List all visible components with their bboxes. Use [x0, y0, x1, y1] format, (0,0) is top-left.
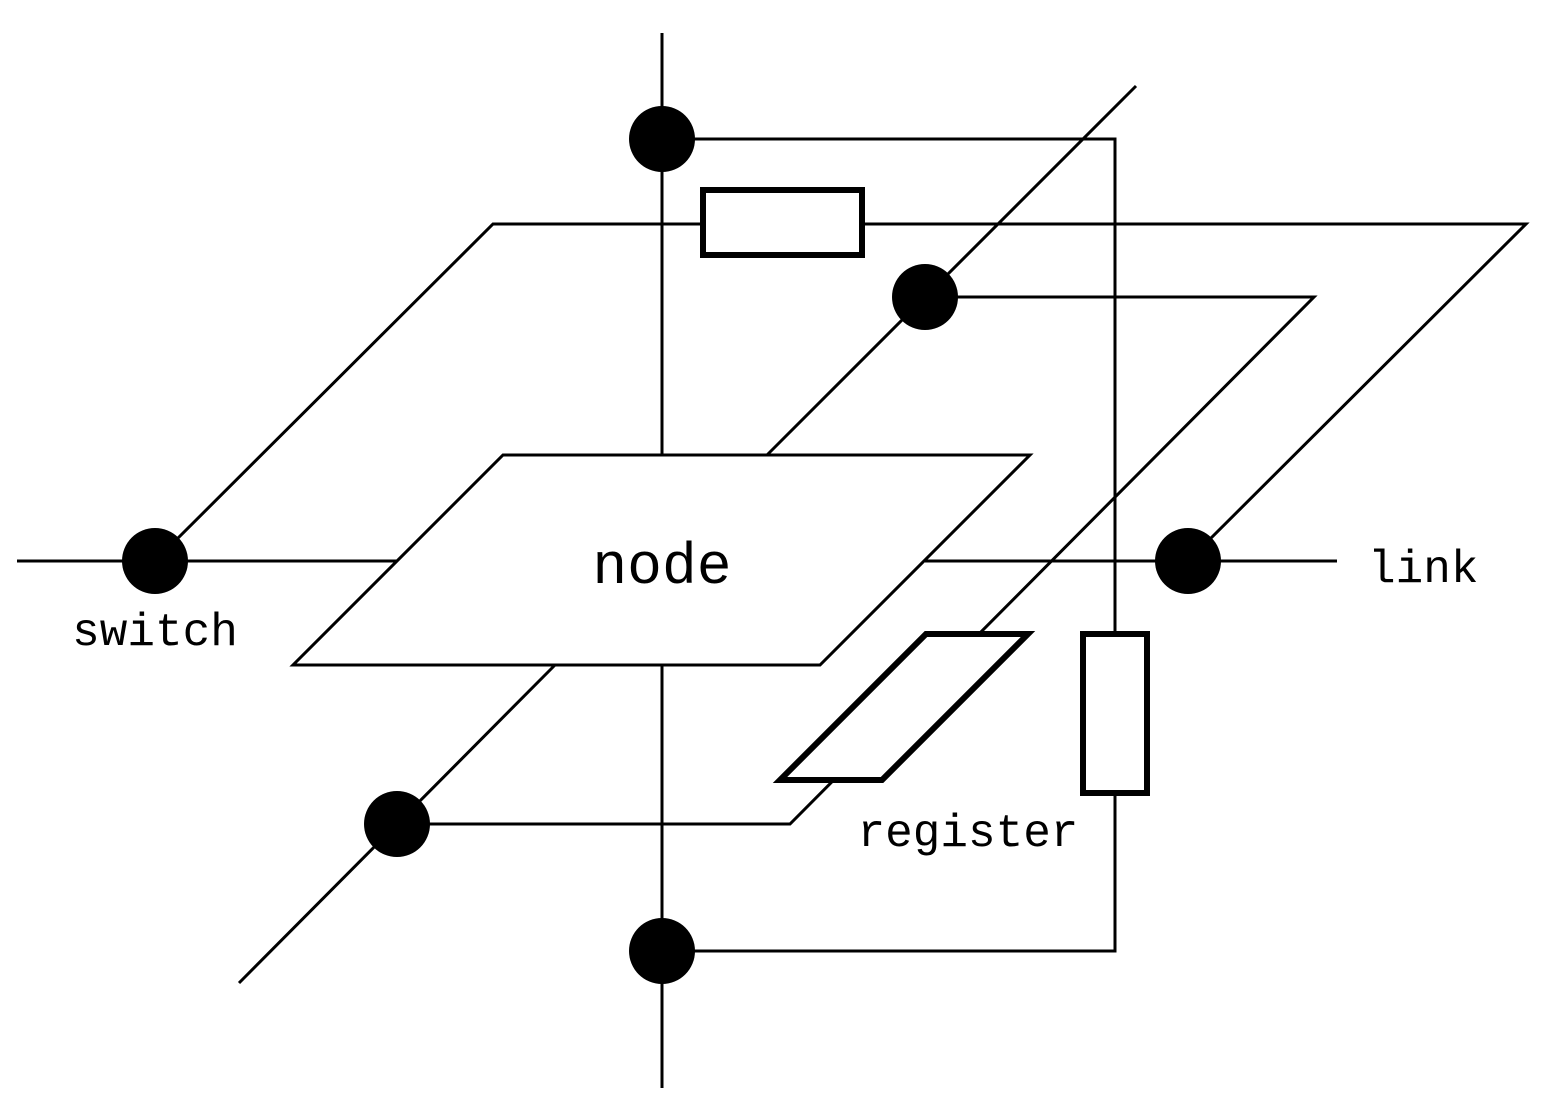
switch-top	[629, 106, 695, 172]
register-diagonal	[772, 631, 1036, 783]
switch-front	[364, 791, 430, 857]
switch-right	[1155, 528, 1221, 594]
diagonal-link-back	[765, 84, 1138, 457]
link-label: link	[1368, 544, 1478, 596]
switch-back	[892, 264, 958, 330]
switch-label: switch	[72, 607, 238, 659]
node-plane	[289, 453, 1034, 667]
register-horizontal	[700, 187, 865, 258]
register-vertical	[1080, 631, 1150, 796]
switch-left	[122, 528, 188, 594]
diagonal-loop-wire	[397, 295, 1318, 826]
horizontal-loop-wire	[153, 222, 1530, 563]
vertical-loop-wire	[662, 137, 1117, 953]
node-label: node	[592, 536, 731, 601]
register-label: register	[858, 808, 1079, 860]
switch-bottom	[629, 918, 695, 984]
